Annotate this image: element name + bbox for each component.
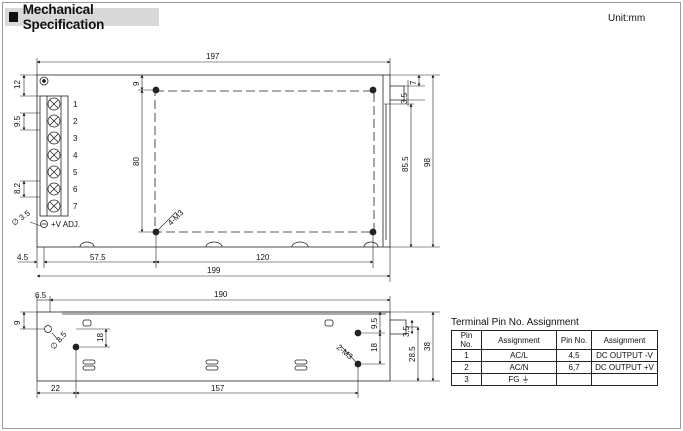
top-screw-icon: [369, 86, 377, 94]
terminal-block: [39, 95, 69, 217]
terminal-number: 2: [73, 117, 78, 126]
dim-85-5: 85.5: [401, 156, 410, 172]
dim-3-5-side: 3.5: [402, 325, 411, 337]
table-cell: [591, 373, 658, 386]
dim-57-5: 57.5: [90, 253, 106, 262]
table-header-cell: Assignment: [591, 330, 658, 350]
table-cell: FG ⏚: [481, 373, 557, 386]
table-cell: DC OUTPUT -V: [591, 349, 658, 362]
dim-4m3: 4-M3: [166, 208, 186, 228]
terminal-numbers: 1 2 3 4 5 6 7 +V ADJ.: [51, 100, 80, 229]
terminal-number: 1: [73, 100, 78, 109]
dim-9: 9: [132, 81, 141, 86]
top-chassis-outline: [36, 74, 391, 248]
table-row: 1 AC/L 4,5 DC OUTPUT -V: [451, 349, 658, 362]
unit-label: Unit:mm: [608, 13, 646, 24]
dim-7: 7: [409, 80, 418, 85]
dim-hole-3-5: ∅ 3.5: [10, 208, 32, 227]
vent-slot: [324, 319, 334, 327]
dim-199: 199: [207, 266, 221, 275]
table-cell: 2: [451, 361, 482, 374]
table-cell: [556, 373, 592, 386]
terminal-number: 5: [73, 168, 78, 177]
table-header-cell: Assignment: [481, 330, 557, 350]
table-cell: 6,7: [556, 361, 592, 374]
table-cell: AC/L: [481, 349, 557, 362]
table-cell: DC OUTPUT +V: [591, 361, 658, 374]
dim-190: 190: [214, 290, 228, 299]
dim-8-2: 8.2: [13, 182, 22, 194]
table-cell: AC/N: [481, 361, 557, 374]
section-title: Mechanical Specification: [22, 2, 105, 32]
vent-slot: [82, 319, 92, 327]
ground-hole-icon: [39, 76, 49, 86]
dim-2m3: 2-M3: [335, 343, 355, 362]
dim-120: 120: [256, 253, 270, 262]
dim-12: 12: [13, 80, 22, 89]
table-header-row: Pin No. Assignment Pin No. Assignment: [451, 330, 658, 350]
dim-22: 22: [51, 384, 60, 393]
dim-9-5-side: 9.5: [370, 317, 379, 329]
side-screw-icon: [72, 343, 80, 351]
terminal-number: 7: [73, 202, 78, 211]
dim-18-left: 18: [96, 333, 105, 342]
side-view: [36, 311, 407, 382]
terminal-number: 6: [73, 185, 78, 194]
dim-hole-3-5-side: ∅ 3.5: [49, 330, 69, 352]
side-hole-icon: [44, 325, 52, 333]
top-pcb-outline: [154, 90, 375, 233]
top-dimension-labels: 197 12 9.5 8.2 ∅ 3.5 9 80 4-M3 3.5 7 85.…: [10, 52, 432, 275]
vadj-label: +V ADJ.: [51, 220, 80, 229]
dim-6-5: 6.5: [35, 291, 47, 300]
side-screw-icon: [354, 329, 362, 337]
dim-38: 38: [423, 342, 432, 351]
dim-197: 197: [206, 52, 220, 61]
top-dimensions: [18, 58, 440, 282]
dim-4-5: 4.5: [17, 253, 29, 262]
terminal-screws: [40, 97, 61, 228]
top-view: [36, 74, 405, 248]
table-row: 3 FG ⏚: [451, 373, 658, 386]
side-dimensions: [20, 296, 440, 398]
top-right-tab: [390, 85, 405, 101]
pin-table-title: Terminal Pin No. Assignment: [451, 317, 579, 328]
table-cell: 3: [451, 373, 482, 386]
table-cell: 1: [451, 349, 482, 362]
dim-9-side: 9: [13, 320, 22, 325]
table-cell: 4,5: [556, 349, 592, 362]
dim-80: 80: [132, 157, 141, 166]
terminal-number: 3: [73, 134, 78, 143]
header-square-icon: [9, 12, 18, 22]
dim-98: 98: [423, 158, 432, 167]
table-row: 2 AC/N 6,7 DC OUTPUT +V: [451, 361, 658, 374]
dim-3-5-right: 3.5: [400, 92, 409, 104]
section-header: Mechanical Specification: [5, 2, 159, 32]
dim-157: 157: [211, 384, 225, 393]
dim-28-5: 28.5: [408, 346, 417, 362]
pin-assignment-table: Pin No. Assignment Pin No. Assignment 1 …: [451, 330, 658, 386]
table-header-cell: Pin No.: [556, 330, 592, 350]
dim-18-right: 18: [370, 343, 379, 352]
table-header-cell: Pin No.: [451, 330, 482, 350]
terminal-number: 4: [73, 151, 78, 160]
dim-9-5: 9.5: [13, 115, 22, 127]
